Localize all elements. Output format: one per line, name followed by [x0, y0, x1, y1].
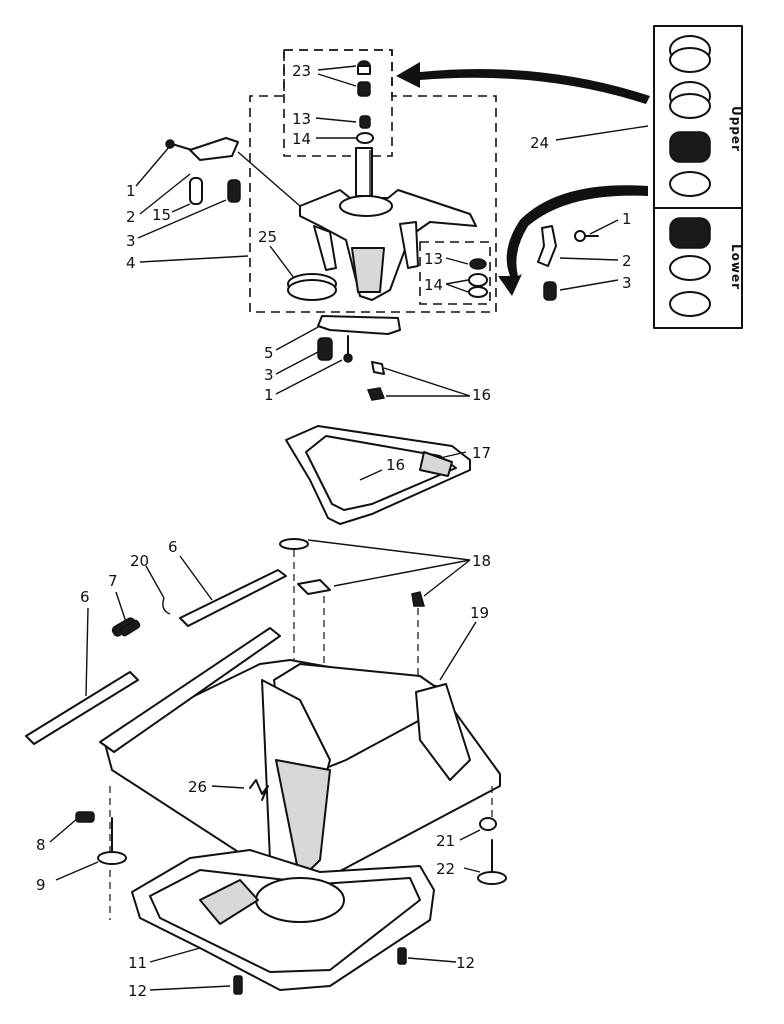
upper-seal-label: Upper	[729, 106, 743, 152]
right-bracket-assembly	[537, 225, 599, 301]
callout-6-upper: 6	[168, 538, 178, 556]
callout-26: 26	[188, 778, 207, 796]
small-spring-parts	[119, 619, 269, 801]
callout-5: 5	[264, 344, 274, 362]
callout-9: 9	[36, 876, 46, 894]
kit-arrows	[396, 62, 650, 296]
callout-14-upper: 14	[292, 130, 311, 148]
callout-15: 15	[152, 206, 171, 224]
callout-1-left: 1	[126, 182, 136, 200]
bearing-cap-part	[357, 60, 371, 97]
callout-12-left: 12	[128, 982, 147, 1000]
transmission-spider-part	[299, 147, 477, 301]
callout-13-lower: 13	[424, 250, 443, 268]
callout-numbers: 23 13 14 1 2 15 3 25 4 13 14 1 2 3 24 5 …	[36, 62, 632, 1000]
callout-24: 24	[530, 134, 549, 152]
callout-22: 22	[436, 860, 455, 878]
base-pan-part	[131, 849, 435, 991]
seal-kit-box: Upper Lower	[653, 25, 743, 329]
rail-parts	[25, 569, 287, 745]
callout-21: 21	[436, 832, 455, 850]
seal-ring-part	[287, 273, 337, 301]
upper-assembly-outline	[249, 49, 497, 313]
callout-3-left: 3	[126, 232, 136, 250]
callout-23: 23	[292, 62, 311, 80]
callout-12-right: 12	[456, 954, 475, 972]
callout-2-right: 2	[622, 252, 632, 270]
callout-18: 18	[472, 552, 491, 570]
callout-4: 4	[126, 254, 136, 272]
callout-25: 25	[258, 228, 277, 246]
callout-17: 17	[472, 444, 491, 462]
screw-parts	[233, 947, 407, 995]
callout-8: 8	[36, 836, 46, 854]
callout-13-upper: 13	[292, 110, 311, 128]
leveling-leg-right	[477, 817, 507, 885]
left-bracket-assembly	[165, 137, 301, 207]
lower-seal-label: Lower	[729, 244, 743, 290]
leveling-leg-left	[75, 811, 127, 865]
callout-16-lower: 16	[386, 456, 405, 474]
shaft-bearing-part	[356, 115, 374, 144]
callout-3-mid: 3	[264, 366, 274, 384]
cover-plate-part	[285, 425, 471, 525]
callout-6-lower: 6	[80, 588, 90, 606]
callout-1-right: 1	[622, 210, 632, 228]
callout-20: 20	[130, 552, 149, 570]
leader-lines	[49, 65, 649, 991]
callout-1-mid: 1	[264, 386, 274, 404]
small-bearing-set	[468, 258, 488, 298]
spring-and-bolt	[317, 335, 353, 363]
callout-19: 19	[470, 604, 489, 622]
callout-14-lower: 14	[424, 276, 443, 294]
callout-3-right: 3	[622, 274, 632, 292]
base-frame-part	[99, 627, 501, 920]
callout-7: 7	[108, 572, 118, 590]
callout-2-left: 2	[126, 208, 136, 226]
strap-part	[317, 315, 401, 335]
callout-11: 11	[128, 954, 147, 972]
callout-16-upper: 16	[472, 386, 491, 404]
